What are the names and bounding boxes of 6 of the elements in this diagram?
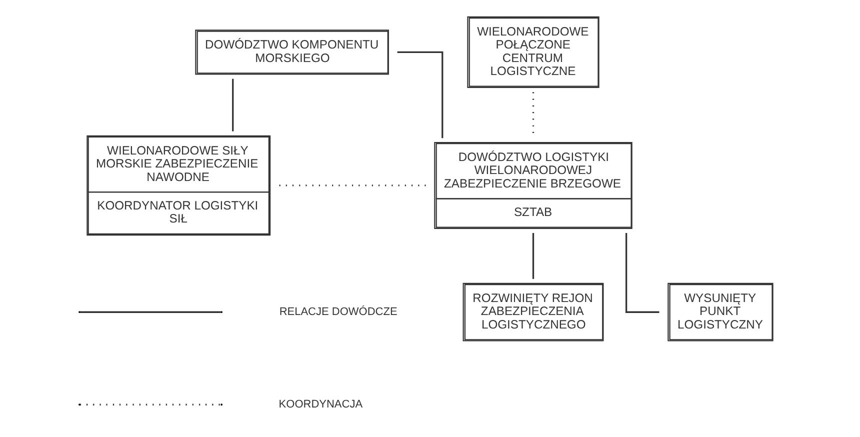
connector — [625, 232, 660, 313]
connector — [397, 51, 444, 138]
connector — [532, 232, 534, 279]
legend-label: RELACJE DOWÓDCZE — [279, 306, 398, 318]
legend-label: KOORDYNACJA — [278, 398, 363, 410]
connector — [232, 78, 234, 132]
